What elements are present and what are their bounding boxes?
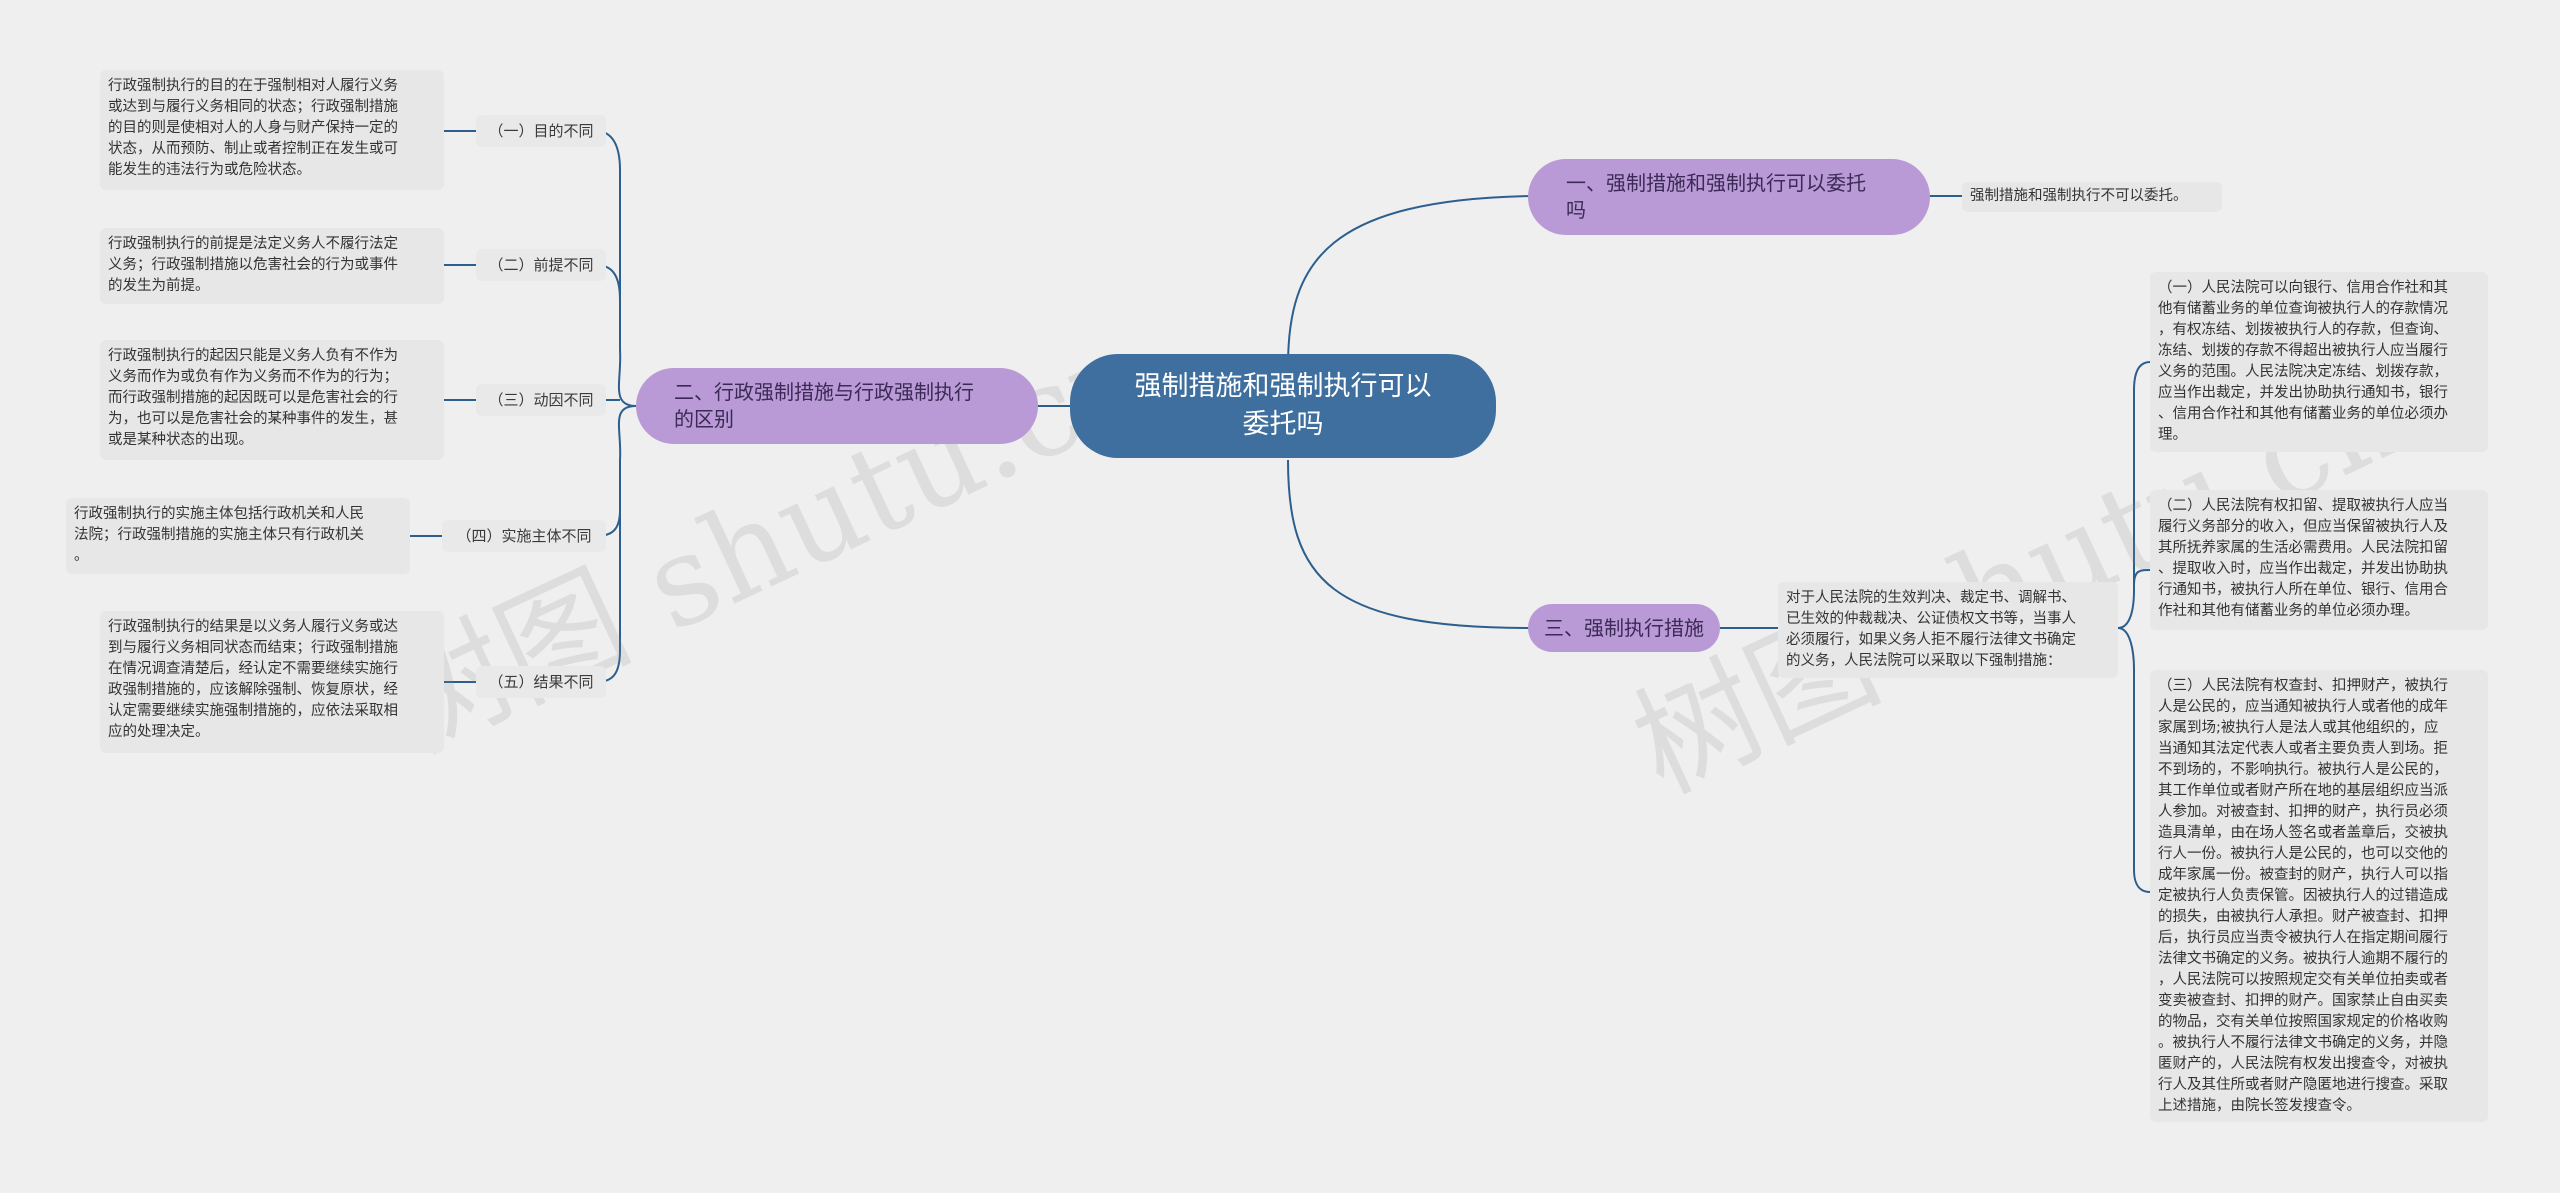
branch3-item-2-text: （二）人民法院有权扣留、提取被执行人应当 履行义务部分的收入，但应当保留被执行人…: [2150, 490, 2488, 630]
branch2-item-2-text: 行政强制执行的前提是法定义务人不履行法定 义务；行政强制措施以危害社会的行为或事…: [100, 228, 444, 304]
branch2-item-5-text: 行政强制执行的结果是以义务人履行义务或达 到与履行义务相同状态而结束；行政强制措…: [100, 611, 444, 753]
link-root-branch3: [1287, 459, 1531, 629]
link-intro-item2: [2133, 569, 2151, 591]
branch-node-1[interactable]: 一、强制措施和强制执行可以委托 吗: [1528, 159, 1930, 235]
branch2-item-5-label[interactable]: （五）结果不同: [476, 666, 606, 698]
link-branch2-item5: [595, 405, 637, 683]
branch-node-2[interactable]: 二、行政强制措施与行政强制执行 的区别: [636, 368, 1038, 444]
link-root-branch1: [1287, 195, 1531, 367]
branch3-item-3-text: （三）人民法院有权查封、扣押财产，被执行 人是公民的，应当通知被执行人或者他的成…: [2150, 670, 2488, 1122]
branch2-item-3-text: 行政强制执行的起因只能是义务人负有不作为 义务而作为或负有作为义务而不作为的行为…: [100, 340, 444, 460]
branch2-item-1-label[interactable]: （一）目的不同: [476, 115, 606, 147]
branch-node-3[interactable]: 三、强制执行措施: [1528, 604, 1720, 652]
branch1-detail-text: 强制措施和强制执行不可以委托。: [1962, 182, 2222, 212]
branch2-item-4-text: 行政强制执行的实施主体包括行政机关和人民 法院；行政强制措施的实施主体只有行政机…: [66, 498, 410, 574]
branch2-item-4-label[interactable]: （四）实施主体不同: [442, 520, 606, 552]
branch3-intro-text: 对于人民法院的生效判决、裁定书、调解书、 已生效的仲裁裁决、公证债权文书等，当事…: [1778, 582, 2118, 678]
branch3-item-1-text: （一）人民法院可以向银行、信用合作社和其 他有储蓄业务的单位查询被执行人的存款情…: [2150, 272, 2488, 452]
link-intro-item3: [2117, 627, 2151, 893]
branch2-item-1-text: 行政强制执行的目的在于强制相对人履行义务 或达到与履行义务相同的状态；行政强制措…: [100, 70, 444, 190]
branch2-item-3-label[interactable]: （三）动因不同: [476, 384, 606, 416]
link-intro-item1: [2117, 361, 2151, 629]
root-node[interactable]: 强制措施和强制执行可以 委托吗: [1070, 354, 1496, 458]
branch2-item-2-label[interactable]: （二）前提不同: [476, 249, 606, 281]
link-branch2-item1: [595, 130, 637, 407]
